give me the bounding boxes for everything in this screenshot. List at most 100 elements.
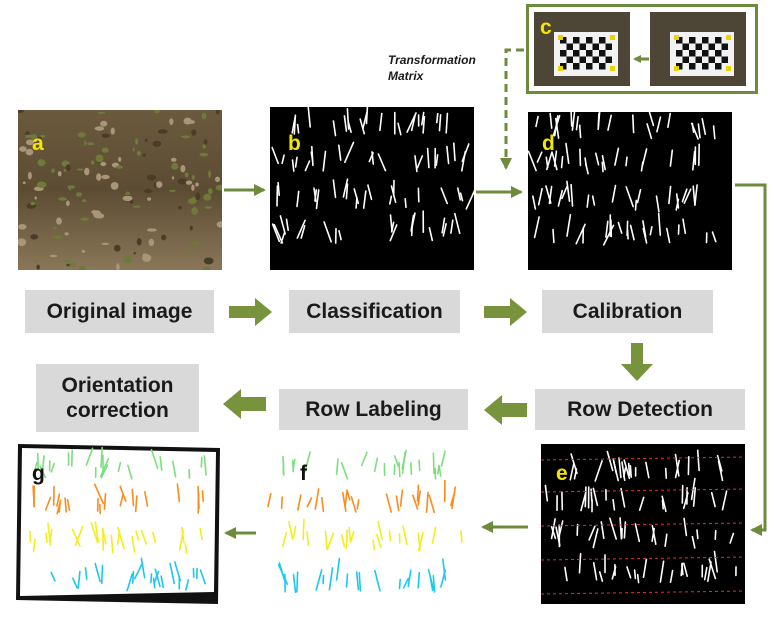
block-arrow-detection-to-labeling bbox=[484, 395, 527, 425]
plant-stroke bbox=[285, 218, 290, 231]
soil-texture bbox=[191, 129, 197, 136]
plant-stroke bbox=[389, 224, 398, 242]
soil-texture bbox=[36, 264, 40, 270]
soil-texture bbox=[180, 135, 191, 139]
plant-stroke bbox=[414, 155, 418, 173]
calibrated-plants bbox=[528, 112, 717, 246]
soil-texture bbox=[56, 217, 62, 225]
plant-stroke bbox=[100, 464, 109, 479]
soil-texture bbox=[203, 257, 214, 265]
plant-stroke bbox=[45, 532, 48, 543]
soil-texture bbox=[133, 251, 136, 255]
detected-row-line bbox=[541, 456, 745, 461]
soil-texture bbox=[51, 235, 60, 238]
plant-stroke bbox=[345, 573, 349, 588]
plant-stroke bbox=[50, 571, 56, 582]
plant-stroke bbox=[412, 494, 419, 510]
soil-texture bbox=[146, 228, 157, 232]
soil-texture bbox=[116, 263, 120, 270]
plant-stroke bbox=[591, 195, 596, 206]
plant-stroke bbox=[708, 558, 717, 580]
plant-stroke bbox=[367, 184, 373, 201]
plant-stroke bbox=[150, 573, 153, 584]
plant-stroke bbox=[373, 457, 379, 473]
plant-stroke bbox=[201, 490, 204, 503]
plant-stroke bbox=[371, 151, 375, 165]
plant-stroke bbox=[279, 215, 286, 235]
plant-stroke bbox=[422, 115, 426, 134]
plant-stroke bbox=[345, 183, 349, 200]
plant-stroke bbox=[691, 535, 696, 549]
soil-texture bbox=[191, 184, 195, 191]
plant-stroke bbox=[578, 124, 582, 139]
corner-marker bbox=[610, 66, 615, 71]
plant-stroke bbox=[601, 161, 604, 173]
plant-stroke bbox=[661, 495, 667, 513]
soil-texture bbox=[184, 172, 189, 178]
plant-stroke bbox=[94, 562, 101, 583]
plant-stroke bbox=[681, 188, 688, 203]
plant-stroke bbox=[77, 570, 81, 589]
soil-texture bbox=[63, 259, 70, 263]
plant-stroke bbox=[56, 493, 61, 507]
plant-stroke bbox=[428, 494, 436, 514]
plant-stroke bbox=[605, 220, 609, 238]
block-arrow-original-to-classification bbox=[229, 298, 272, 326]
plant-stroke bbox=[642, 558, 648, 578]
plant-stroke bbox=[332, 120, 337, 137]
plant-stroke bbox=[64, 497, 68, 513]
soil-texture bbox=[201, 112, 207, 120]
row-labeling-panel bbox=[262, 444, 472, 604]
soil-texture bbox=[18, 224, 27, 230]
soil-texture bbox=[203, 139, 208, 145]
soil-texture bbox=[148, 238, 155, 246]
classification-panel bbox=[270, 107, 474, 270]
plant-stroke bbox=[103, 492, 107, 510]
plant-stroke bbox=[388, 530, 392, 542]
plant-stroke bbox=[398, 578, 401, 590]
plant-stroke bbox=[346, 107, 350, 130]
plant-stroke bbox=[307, 107, 312, 128]
soil-texture bbox=[169, 118, 174, 125]
soil-texture bbox=[171, 162, 179, 170]
corner-marker bbox=[558, 66, 563, 71]
plant-stroke bbox=[126, 573, 133, 592]
plant-stroke bbox=[550, 525, 557, 540]
plant-stroke bbox=[110, 534, 114, 554]
soil-texture bbox=[80, 217, 90, 221]
soil-texture bbox=[67, 262, 77, 267]
plant-stroke bbox=[425, 491, 429, 513]
plant-stroke bbox=[690, 477, 696, 501]
soil-texture bbox=[180, 165, 186, 173]
soil-texture bbox=[202, 144, 206, 149]
soil-texture bbox=[100, 120, 108, 127]
plant-stroke bbox=[636, 189, 642, 204]
plant-stroke bbox=[374, 569, 381, 592]
detected-row-line bbox=[541, 556, 745, 561]
soil-texture bbox=[195, 182, 199, 187]
plant-stroke bbox=[571, 112, 576, 131]
classified-plants bbox=[271, 107, 474, 244]
plant-stroke bbox=[578, 552, 582, 574]
soil-texture bbox=[94, 126, 105, 131]
plant-stroke bbox=[74, 526, 84, 547]
step-row-detection: Row Detection bbox=[535, 389, 745, 430]
detected-row-line bbox=[541, 522, 745, 527]
plant-stroke bbox=[416, 155, 424, 169]
soil-texture bbox=[49, 254, 58, 258]
plant-stroke bbox=[609, 517, 617, 540]
soil-texture bbox=[66, 263, 70, 267]
plant-stroke bbox=[135, 530, 140, 541]
plant-stroke bbox=[669, 149, 674, 167]
plant-stroke bbox=[697, 123, 701, 139]
plant-stroke bbox=[566, 214, 572, 237]
plant-stroke bbox=[611, 184, 617, 203]
plant-stroke bbox=[154, 568, 161, 588]
plant-stroke bbox=[203, 455, 207, 476]
plant-stroke bbox=[674, 453, 680, 477]
plant-stroke bbox=[640, 161, 644, 172]
soil-texture bbox=[192, 197, 196, 200]
plant-stroke bbox=[185, 579, 190, 591]
plant-stroke bbox=[44, 496, 52, 511]
plant-stroke bbox=[365, 107, 369, 125]
